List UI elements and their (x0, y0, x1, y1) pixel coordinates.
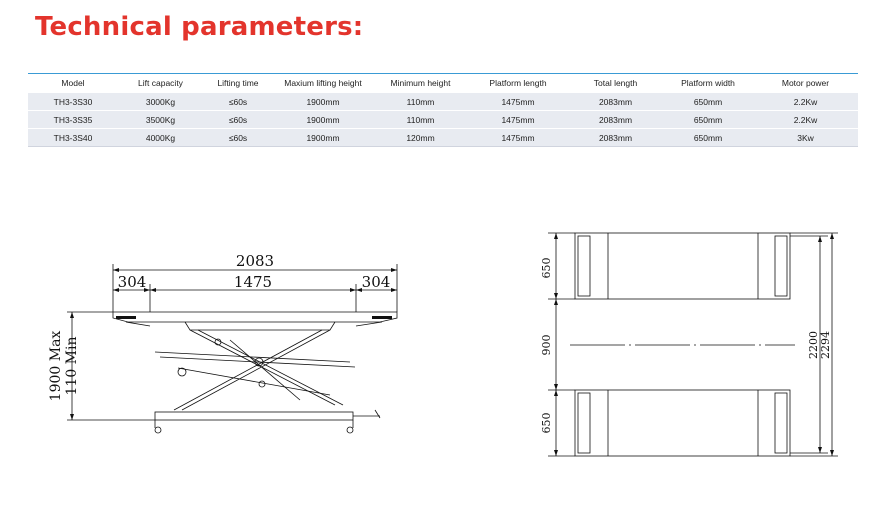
header-max-lifting-height: Maxium lifting height (273, 73, 373, 93)
table-header-row: Model Lift capacity Lifting time Maxium … (28, 73, 858, 93)
cell-lifting-time: ≤60s (203, 92, 273, 111)
cell-lifting-time: ≤60s (203, 110, 273, 129)
table-row: TH3-3S35 3500Kg ≤60s 1900mm 110mm 1475mm… (28, 110, 858, 129)
cell-platform-length: 1475mm (468, 92, 568, 111)
cell-platform-length: 1475mm (468, 110, 568, 129)
cell-model: TH3-3S30 (28, 92, 118, 111)
cell-max-height: 1900mm (273, 92, 373, 111)
header-platform-length: Platform length (468, 73, 568, 93)
cell-min-height: 110mm (373, 110, 468, 129)
cell-platform-width: 650mm (663, 110, 753, 129)
dim-right-overhang: 304 (362, 273, 391, 291)
cell-platform-length: 1475mm (468, 128, 568, 147)
cell-lift-capacity: 3000Kg (118, 92, 203, 111)
table-row: TH3-3S40 4000Kg ≤60s 1900mm 120mm 1475mm… (28, 128, 858, 147)
cell-max-height: 1900mm (273, 110, 373, 129)
dim-left-overhang: 304 (118, 273, 147, 291)
dim-platform-length: 1475 (234, 273, 272, 291)
header-platform-width: Platform width (663, 73, 753, 93)
dim-height-max: 1900 Max (48, 331, 64, 402)
cell-min-height: 120mm (373, 128, 468, 147)
cell-model: TH3-3S35 (28, 110, 118, 129)
cell-lift-capacity: 3500Kg (118, 110, 203, 129)
dim-total-length: 2083 (236, 252, 274, 270)
cell-lift-capacity: 4000Kg (118, 128, 203, 147)
cell-motor-power: 3Kw (753, 128, 858, 147)
header-model: Model (28, 73, 118, 93)
cell-total-length: 2083mm (568, 128, 663, 147)
cell-platform-width: 650mm (663, 128, 753, 147)
cell-min-height: 110mm (373, 92, 468, 111)
cell-total-length: 2083mm (568, 110, 663, 129)
dim-height-min: 110 Min (64, 336, 80, 395)
header-minimum-height: Minimum height (373, 73, 468, 93)
header-lift-capacity: Lift capacity (118, 73, 203, 93)
table-row: TH3-3S30 3000Kg ≤60s 1900mm 110mm 1475mm… (28, 92, 858, 111)
header-total-length: Total length (568, 73, 663, 93)
page-title: Technical parameters: (35, 12, 364, 42)
cell-motor-power: 2.2Kw (753, 92, 858, 111)
cell-motor-power: 2.2Kw (753, 110, 858, 129)
technical-parameters-table: Model Lift capacity Lifting time Maxium … (28, 73, 858, 147)
cell-lifting-time: ≤60s (203, 128, 273, 147)
cell-max-height: 1900mm (273, 128, 373, 147)
cell-platform-width: 650mm (663, 92, 753, 111)
cell-total-length: 2083mm (568, 92, 663, 111)
header-lifting-time: Lifting time (203, 73, 273, 93)
header-motor-power: Motor power (753, 73, 858, 93)
cell-model: TH3-3S40 (28, 128, 118, 147)
